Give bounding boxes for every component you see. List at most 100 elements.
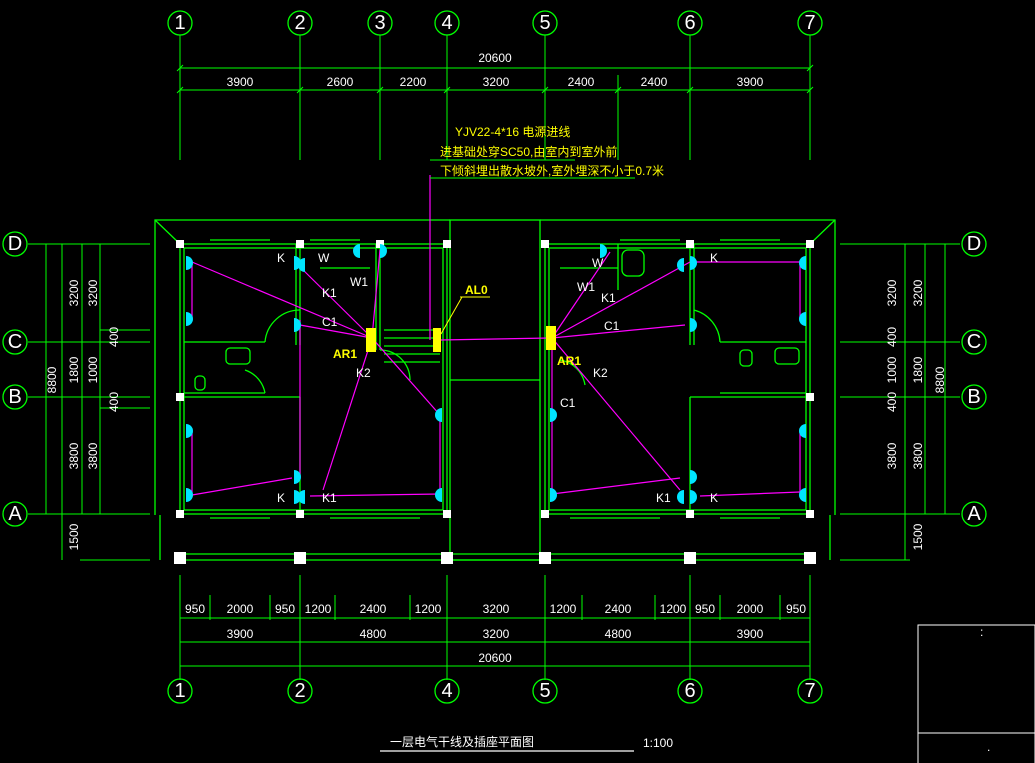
label-al0: AL0 [465,283,488,297]
top-dim-6: 2400 [641,75,668,89]
left-dimension-lines [45,244,150,561]
circuit-w1-left: W1 [350,275,368,289]
top-dim-2: 2600 [327,75,354,89]
axis-bubble-left-a: A [2,501,28,527]
svg-text:D: D [8,233,22,255]
note-line-3: 下倾斜埋出散水坡外,室外埋深不小于0.7米 [440,163,664,178]
panel-ar1-left [366,328,376,352]
drawing-title: 一层电气干线及插座平面图 [390,734,534,749]
svg-text:7: 7 [804,680,815,702]
bottom-dimension-lines [180,595,810,667]
bottom-detail-dims: 950 2000 950 1200 2400 1200 3200 1200 24… [185,602,806,616]
bottom-detail-1: 950 [185,602,205,616]
axis-bubble-top-7: 7 [797,10,823,36]
bottom-bay-3: 3200 [483,627,510,641]
bottom-detail-3: 950 [275,602,295,616]
svg-text:6: 6 [684,12,695,34]
drawing-scale: 1:100 [643,736,673,750]
label-ar1-right: AR1 [557,354,581,368]
axis-bubble-left-b: B [2,384,28,410]
bottom-detail-9: 2400 [605,602,632,616]
top-total-dim: 20600 [478,51,512,65]
bottom-detail-12: 2000 [737,602,764,616]
top-dim-7: 3900 [737,75,764,89]
left-inner-3: 1000 [86,356,100,383]
wiring-lines [191,175,801,497]
axis-bubble-top-3: 3 [367,10,393,36]
right-inner-4: 400 [885,392,899,412]
svg-text:1: 1 [174,680,185,702]
right-inner-5: 3800 [885,442,899,469]
circuit-k-right-top: K [710,251,718,265]
top-dimension-lines [176,64,814,160]
structural-columns [174,240,816,564]
circuit-k2-right: K2 [593,366,608,380]
right-total: 8800 [933,366,947,393]
left-inner-4: 400 [107,392,121,412]
left-outer-1: 3200 [67,279,81,306]
bottom-detail-8: 1200 [550,602,577,616]
bottom-bay-2: 4800 [360,627,387,641]
circuit-k1-right: K1 [601,291,616,305]
outlet-symbols [186,244,806,504]
circuit-k-left-top: K [277,251,285,265]
svg-text:7: 7 [804,12,815,34]
bottom-detail-4: 1200 [305,602,332,616]
bottom-bay-5: 3900 [737,627,764,641]
right-outer-1: 3200 [911,279,925,306]
svg-text:A: A [8,503,22,525]
circuit-k-left-bottom: K [277,491,285,505]
svg-text:3: 3 [374,12,385,34]
left-inner-5: 3800 [86,442,100,469]
left-outer-4: 1500 [67,523,81,550]
circuit-k-right-bottom: K [710,491,718,505]
circuit-c1-right-lower: C1 [560,396,576,410]
axis-bubble-bottom-6: 6 [677,678,703,704]
bottom-detail-10: 1200 [660,602,687,616]
right-inner-6: 1500 [911,523,925,550]
label-ar1-left: AR1 [333,347,357,361]
axis-bubble-right-c: C [961,329,987,355]
building-walls [154,219,836,561]
right-dimension-lines [840,244,946,561]
svg-text:4: 4 [441,12,452,34]
title-block-mark-1: : [980,625,983,639]
axis-bubble-top-1: 1 [167,10,193,36]
axis-bubble-right-b: B [961,384,987,410]
bottom-detail-7: 3200 [483,602,510,616]
svg-text:D: D [967,233,981,255]
bottom-total-dim: 20600 [478,651,512,665]
axis-bubble-top-4: 4 [434,10,460,36]
left-outer-3: 3800 [67,442,81,469]
svg-text:A: A [967,503,981,525]
circuit-k1-left: K1 [322,286,337,300]
axis-bubble-left-d: D [2,231,28,257]
right-outer-3: 3800 [911,442,925,469]
circuit-c1-left: C1 [322,315,338,329]
axis-bubble-bottom-1: 1 [167,678,193,704]
bottom-bay-dims: 3900 4800 3200 4800 3900 [227,627,764,641]
note-line-1: YJV22-4*16 电源进线 [455,125,570,139]
bottom-bay-1: 3900 [227,627,254,641]
axis-bubble-bottom-2: 2 [287,678,313,704]
circuit-k1-left-bottom: K1 [322,491,337,505]
left-inner-1: 3200 [86,279,100,306]
title-block-mark-2: . [987,740,990,754]
svg-text:B: B [8,386,21,408]
axis-bubble-bottom-5: 5 [532,678,558,704]
svg-text:2: 2 [294,12,305,34]
right-outer-2: 1800 [911,356,925,383]
distribution-panels [366,326,556,352]
axis-bubble-left-c: C [2,329,28,355]
top-dim-1: 3900 [227,75,254,89]
svg-text:C: C [967,331,981,353]
bottom-bay-4: 4800 [605,627,632,641]
right-inner-2: 400 [885,327,899,347]
svg-text:4: 4 [441,680,452,702]
circuit-c1-right: C1 [604,319,620,333]
axis-bubble-top-5: 5 [532,10,558,36]
axis-bubble-bottom-4: 4 [434,678,460,704]
bottom-detail-5: 2400 [360,602,387,616]
svg-text:5: 5 [539,680,550,702]
